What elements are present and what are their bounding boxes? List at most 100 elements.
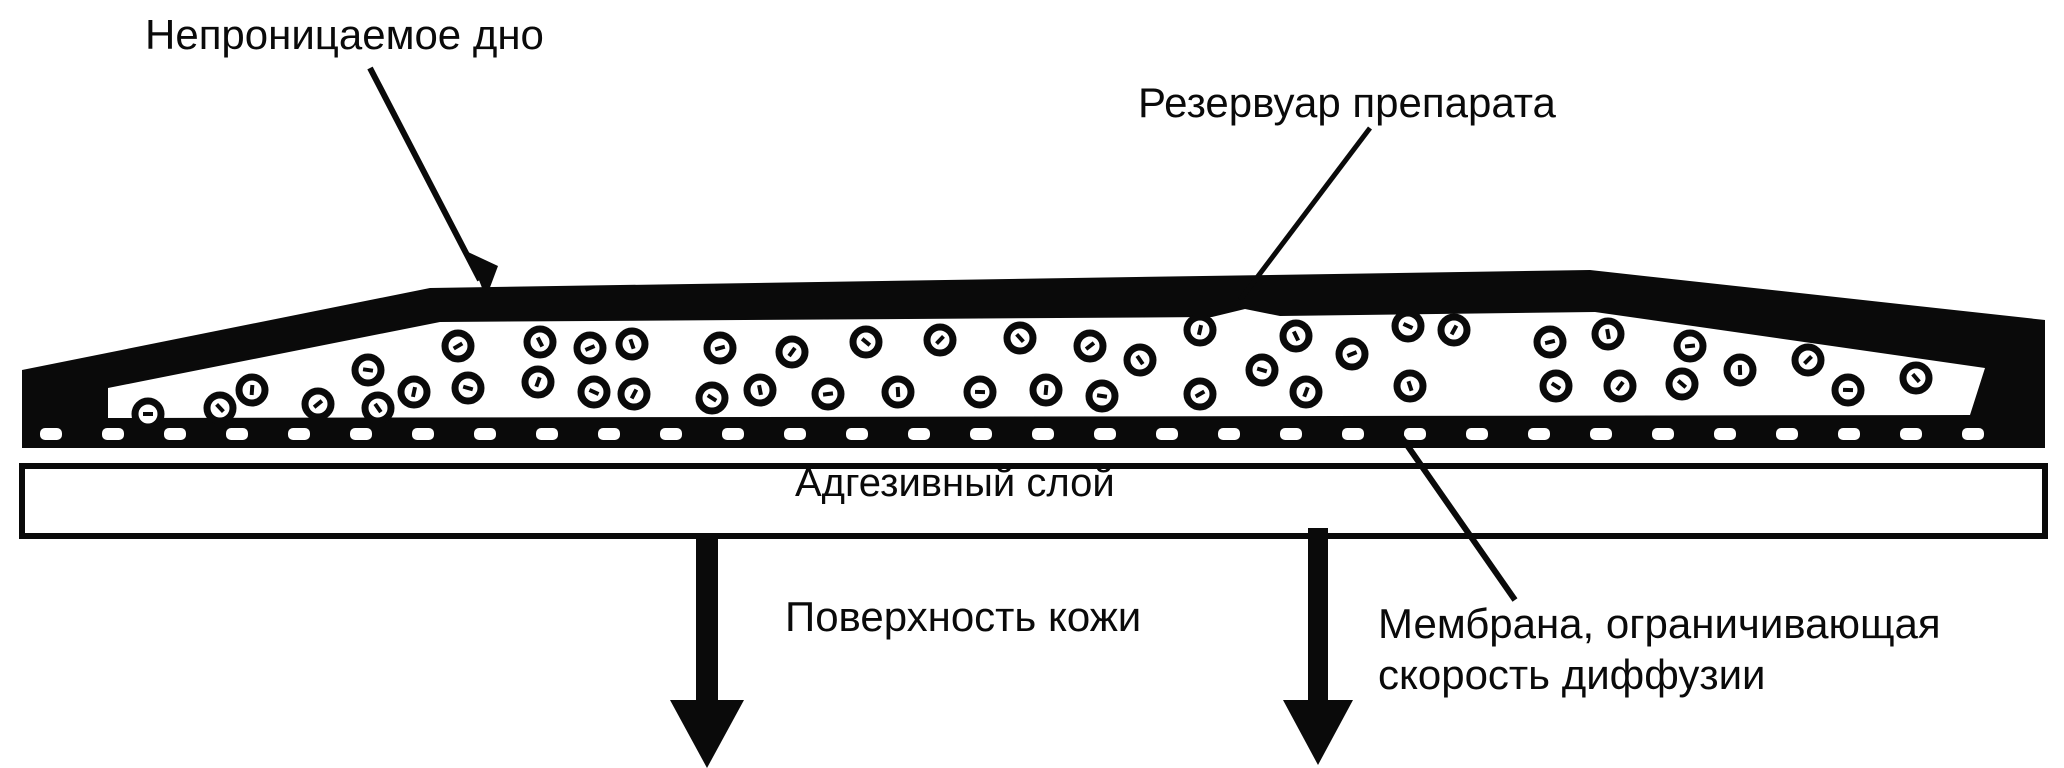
skin-arrow-right-head <box>1283 700 1353 765</box>
membrane-pore <box>1900 428 1922 440</box>
membrane-pore <box>1962 428 1984 440</box>
drug-particle-mark <box>535 336 545 348</box>
membrane-pore <box>1218 428 1240 440</box>
label-membrane-line-2: скорость диффузии <box>1378 651 1766 699</box>
reservoir-leader-line <box>1238 126 1372 302</box>
drug-reservoir <box>108 309 1985 418</box>
label-rate-controlling-membrane: Мембрана, ограничивающая скорость диффуз… <box>1378 598 1941 700</box>
membrane-pore <box>40 428 62 440</box>
membrane-pore <box>340 448 366 461</box>
drug-particle-mark <box>1346 350 1358 358</box>
membrane-pore <box>722 428 744 440</box>
drug-particle-mark <box>822 391 834 397</box>
drug-particle-mark <box>1684 343 1696 349</box>
membrane-pore <box>526 448 552 461</box>
membrane-pore <box>650 448 676 461</box>
membrane-pore <box>1838 428 1860 440</box>
membrane-pore <box>474 428 496 440</box>
membrane-pore <box>588 448 614 461</box>
drug-particle-mark <box>629 388 639 400</box>
membrane-pore <box>1590 428 1612 440</box>
membrane-pore <box>1714 428 1736 440</box>
membrane-pore <box>1828 448 1854 461</box>
drug-particle-mark <box>1196 324 1204 336</box>
drug-particle-mark <box>895 386 901 398</box>
membrane-pore <box>1890 448 1916 461</box>
drug-particle-mark <box>714 344 726 352</box>
membrane-pore <box>1156 428 1178 440</box>
membrane-leader-line <box>1397 433 1518 602</box>
membrane-pore <box>1342 428 1364 440</box>
drug-particle-mark <box>787 346 797 358</box>
membrane-pore <box>908 428 930 440</box>
membrane-pore <box>1518 448 1544 461</box>
membrane-pore <box>846 428 868 440</box>
drug-particle-mark <box>935 335 945 345</box>
drug-particles <box>131 309 1933 431</box>
label-adhesive-layer: Адгезивный слой <box>795 461 1115 505</box>
drug-particle-mark <box>411 386 417 398</box>
drug-particle-mark <box>215 402 225 414</box>
drug-particle-mark <box>1194 389 1206 399</box>
membrane-pore <box>536 428 558 440</box>
drug-particle-mark <box>1803 355 1813 365</box>
membrane-pore <box>216 448 242 461</box>
drug-particle-mark <box>584 344 596 352</box>
backing-leader-line <box>367 66 483 282</box>
membrane-pore <box>1766 448 1792 461</box>
skin-arrow-left-shaft <box>696 538 718 718</box>
drug-particle-mark <box>1402 322 1414 330</box>
membrane-pore <box>92 448 118 461</box>
drug-particle-mark <box>1043 384 1049 396</box>
membrane-pore <box>712 448 738 461</box>
membrane-pore <box>598 428 620 440</box>
membrane-pore <box>154 448 180 461</box>
rate-controlling-membrane <box>40 428 1984 461</box>
drug-particle-mark <box>1135 354 1145 366</box>
drug-particle-mark <box>1084 341 1096 351</box>
backing-leader-tip <box>468 252 498 298</box>
drug-particle-mark <box>860 337 872 347</box>
drug-particle-mark <box>534 376 542 388</box>
membrane-pore <box>660 428 682 440</box>
membrane-pore <box>402 448 428 461</box>
membrane-pore <box>288 428 310 440</box>
membrane-pore <box>1580 448 1606 461</box>
drug-particle-mark <box>249 384 255 396</box>
drug-particle-mark <box>1096 393 1108 399</box>
drug-particle-mark <box>1911 372 1921 384</box>
skin-arrow-right-shaft <box>1308 528 1328 718</box>
membrane-pore <box>1270 448 1296 461</box>
drug-particle-mark <box>1449 324 1459 336</box>
membrane-pore <box>960 448 986 461</box>
drug-particle-mark <box>757 384 763 396</box>
drug-particle-mark <box>1605 328 1611 340</box>
label-membrane-line-1: Мембрана, ограничивающая <box>1378 600 1941 647</box>
membrane-pore <box>784 428 806 440</box>
adhesive-layer <box>19 463 2048 539</box>
membrane-pore <box>1952 448 1978 461</box>
membrane-pore <box>1466 428 1488 440</box>
membrane-pore <box>226 428 248 440</box>
membrane-pore <box>774 448 800 461</box>
membrane-pore <box>1528 428 1550 440</box>
label-drug-reservoir: Резервуар препарата <box>1138 79 1556 126</box>
drug-particle-mark <box>452 341 464 351</box>
drug-particle-mark <box>1550 381 1562 391</box>
membrane-pore <box>1280 428 1302 440</box>
membrane-pore <box>164 428 186 440</box>
label-impermeable-backing: Непроницаемое дно <box>145 11 544 58</box>
membrane-pore <box>1094 428 1116 440</box>
drug-particle-mark <box>312 399 324 409</box>
membrane-pore <box>1652 428 1674 440</box>
drug-particle-mark <box>1406 380 1414 392</box>
membrane-pore <box>1022 448 1048 461</box>
drug-particle-mark <box>1015 332 1025 344</box>
membrane-pore <box>970 428 992 440</box>
membrane-pore <box>1032 428 1054 440</box>
membrane-pore <box>1776 428 1798 440</box>
membrane-pore <box>1084 448 1110 461</box>
membrane-pore <box>1704 448 1730 461</box>
